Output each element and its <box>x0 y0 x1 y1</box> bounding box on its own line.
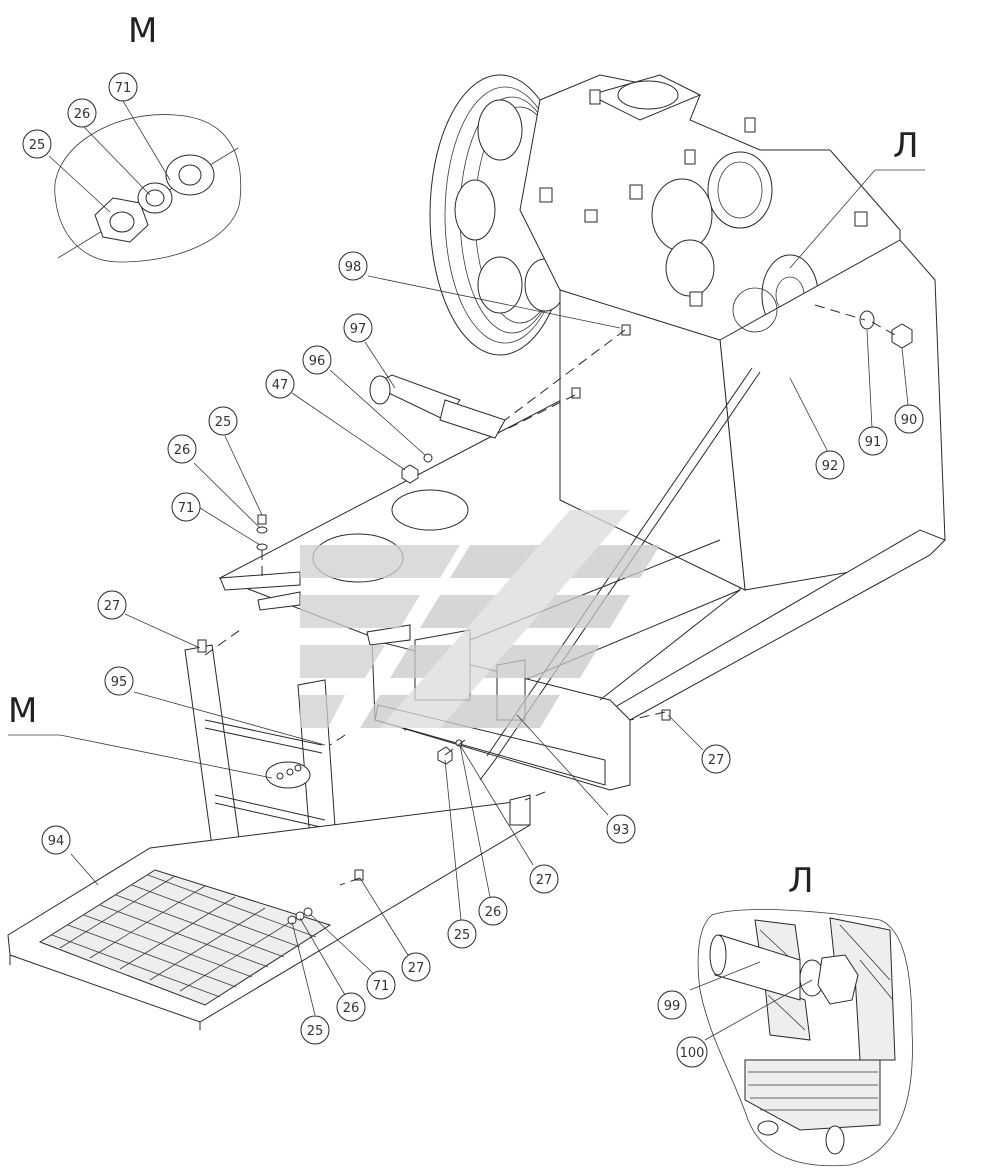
svg-text:25: 25 <box>215 415 232 430</box>
svg-text:90: 90 <box>901 413 918 428</box>
svg-text:93: 93 <box>613 823 630 838</box>
callout-26-a: 26 <box>67 98 97 128</box>
svg-text:92: 92 <box>822 459 839 474</box>
callout-93: 93 <box>606 814 636 844</box>
callout-96: 96 <box>302 345 332 375</box>
ladder-stand <box>184 644 341 906</box>
callout-26-d: 26 <box>336 992 366 1022</box>
assembly-lines <box>204 304 896 886</box>
grating-grid <box>51 874 317 998</box>
view-label-m-left: М <box>8 691 37 731</box>
svg-text:27: 27 <box>708 753 725 768</box>
callout-25-a: 25 <box>22 129 52 159</box>
callout-91: 91 <box>858 426 888 456</box>
view-label-l-top: Л <box>893 126 919 166</box>
svg-text:26: 26 <box>174 443 191 458</box>
svg-text:27: 27 <box>408 961 425 976</box>
watermark-logo <box>300 510 660 728</box>
callout-27-a: 27 <box>97 590 127 620</box>
callout-100: 100 <box>676 1036 708 1068</box>
gearbox-assembly <box>429 74 901 409</box>
svg-text:26: 26 <box>485 905 502 920</box>
callout-71-a: 71 <box>108 72 138 102</box>
callout-94: 94 <box>41 825 71 855</box>
platform-grating <box>7 799 531 1030</box>
callout-26-b: 26 <box>167 434 197 464</box>
callout-71-b: 71 <box>171 492 201 522</box>
callout-71-c: 71 <box>366 970 396 1000</box>
svg-text:71: 71 <box>373 979 390 994</box>
callout-25-c: 25 <box>447 919 477 949</box>
svg-text:100: 100 <box>680 1046 705 1061</box>
cover-section <box>744 917 896 1131</box>
callout-27-b: 27 <box>701 744 731 774</box>
view-label-m-top: М <box>128 11 157 51</box>
svg-text:71: 71 <box>115 81 132 96</box>
svg-text:27: 27 <box>536 873 553 888</box>
spring-washer-detail <box>137 182 173 214</box>
callout-26-c: 26 <box>478 896 508 926</box>
svg-text:25: 25 <box>307 1024 324 1039</box>
svg-text:71: 71 <box>178 501 195 516</box>
callout-97: 97 <box>343 313 373 343</box>
callout-90: 90 <box>894 404 924 434</box>
pin-99 <box>709 934 801 1001</box>
svg-text:96: 96 <box>309 354 326 369</box>
svg-text:98: 98 <box>345 260 362 275</box>
detail-view-l <box>697 909 913 1167</box>
callout-95: 95 <box>104 666 134 696</box>
svg-text:26: 26 <box>74 107 91 122</box>
svg-text:95: 95 <box>111 675 128 690</box>
callout-98: 98 <box>338 251 368 281</box>
svg-text:25: 25 <box>454 928 471 943</box>
hex-nut-detail <box>94 197 149 243</box>
nut-100 <box>799 954 859 1005</box>
svg-text:27: 27 <box>104 599 121 614</box>
flat-washer-detail <box>165 154 215 196</box>
callout-25-b: 25 <box>208 406 238 436</box>
svg-text:91: 91 <box>865 435 882 450</box>
callout-92: 92 <box>815 450 845 480</box>
callout-47: 47 <box>265 369 295 399</box>
leader-lines <box>8 100 925 1041</box>
svg-text:99: 99 <box>664 999 681 1014</box>
svg-text:26: 26 <box>343 1001 360 1016</box>
svg-text:47: 47 <box>272 378 289 393</box>
svg-text:97: 97 <box>350 322 367 337</box>
callout-25-d: 25 <box>300 1015 330 1045</box>
callout-27-c: 27 <box>529 864 559 894</box>
svg-text:25: 25 <box>29 138 46 153</box>
cylinder-97 <box>369 374 506 439</box>
callout-27-d: 27 <box>401 952 431 982</box>
svg-text:94: 94 <box>48 834 65 849</box>
view-label-l-bottom: Л <box>788 861 814 901</box>
detail-view-m <box>54 114 242 263</box>
callout-99: 99 <box>657 990 687 1020</box>
